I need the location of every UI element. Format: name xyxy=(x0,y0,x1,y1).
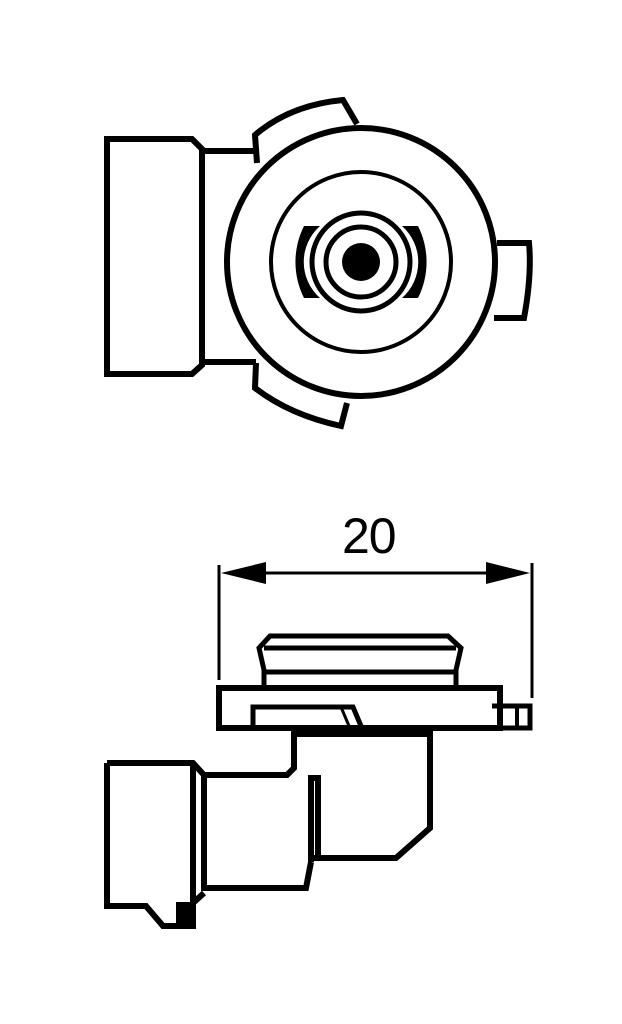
connector-body xyxy=(201,775,321,891)
connector-neck xyxy=(202,148,256,365)
socket-ring-outer xyxy=(309,210,413,314)
right-tab xyxy=(494,240,533,321)
dimension-arrow-right xyxy=(486,562,530,584)
plug-latch xyxy=(176,902,193,926)
lower-tab xyxy=(251,362,350,430)
bulb-cap xyxy=(256,633,464,688)
socket-wing-left xyxy=(295,226,320,298)
side-connector-plug xyxy=(104,760,207,929)
upper-tab xyxy=(251,96,360,164)
bulb-top-view xyxy=(104,96,533,430)
outer-ring xyxy=(224,125,498,399)
dimension-arrow-left xyxy=(221,562,266,584)
dimension-value: 20 xyxy=(342,508,397,564)
flange-slot xyxy=(250,704,364,727)
bulb-side-view xyxy=(104,563,534,929)
socket-wing-right xyxy=(402,226,427,298)
connector-plug xyxy=(104,136,205,377)
flange-slot-mark xyxy=(339,706,351,727)
center-contact-dot xyxy=(342,243,380,281)
inner-ring xyxy=(269,170,453,354)
socket-ring-inner xyxy=(323,224,399,300)
